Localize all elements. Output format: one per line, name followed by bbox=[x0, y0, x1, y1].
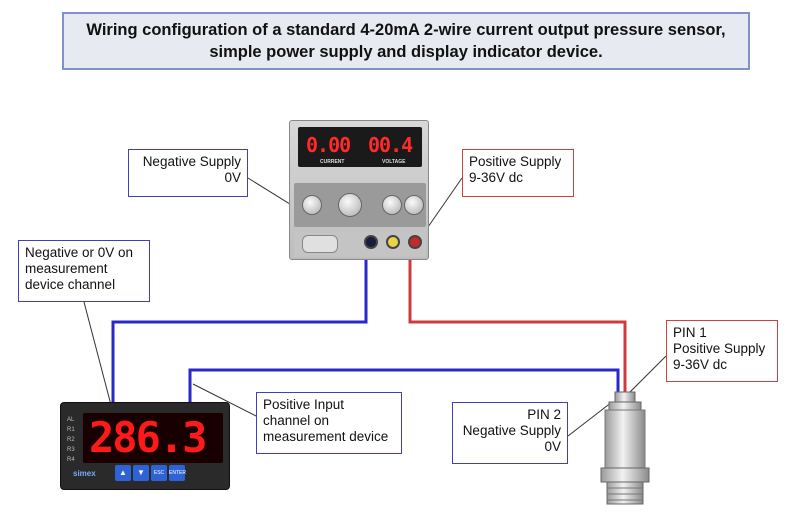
psu-control-panel bbox=[294, 183, 426, 227]
ground-terminal bbox=[386, 235, 400, 249]
callout-pin1: PIN 1 Positive Supply 9-36V dc bbox=[666, 320, 778, 382]
meter-brand: simex bbox=[73, 469, 96, 478]
voltage-fine-knob bbox=[404, 195, 424, 215]
down-arrow-icon: ▼ bbox=[133, 465, 149, 481]
psu-current-reading: 0.00 bbox=[306, 133, 351, 157]
leader-pin1 bbox=[629, 355, 667, 393]
callout-positive-input: Positive Input channel on measurement de… bbox=[256, 392, 402, 454]
pressure-sensor bbox=[600, 391, 650, 505]
voltage-coarse-knob bbox=[382, 195, 402, 215]
positive-wire-psu-sensor bbox=[408, 252, 627, 392]
callout-positive-supply: Positive Supply 9-36V dc bbox=[462, 149, 574, 197]
psu-current-label: CURRENT bbox=[320, 159, 345, 165]
diagram-title: Wiring configuration of a standard 4-20m… bbox=[62, 12, 750, 70]
negative-wire-psu-meter bbox=[111, 252, 368, 408]
display-indicator: AL R1 R2 R3 R4 286.3 simex ▲ ▼ ESC ENTER bbox=[60, 402, 230, 490]
leader-positive-input bbox=[192, 383, 257, 417]
psu-power-button bbox=[302, 235, 338, 253]
leader-pin2 bbox=[567, 401, 613, 437]
signal-wire-meter-sensor bbox=[188, 368, 620, 408]
psu-front-lower bbox=[294, 231, 426, 257]
current-coarse-knob bbox=[302, 195, 322, 215]
meter-screen: 286.3 bbox=[83, 413, 223, 463]
current-fine-knob bbox=[338, 193, 362, 217]
enter-button: ENTER bbox=[169, 465, 186, 481]
meter-reading: 286.3 bbox=[89, 413, 207, 462]
esc-button: ESC bbox=[151, 465, 167, 481]
negative-terminal bbox=[364, 235, 378, 249]
callout-pin2: PIN 2 Negative Supply 0V bbox=[452, 402, 568, 464]
psu-voltage-reading: 00.4 bbox=[368, 133, 413, 157]
psu-display: 0.00 00.4 CURRENT VOLTAGE bbox=[298, 127, 422, 167]
up-arrow-icon: ▲ bbox=[115, 465, 131, 481]
leader-negative-measurement bbox=[83, 301, 112, 406]
power-supply: 0.00 00.4 CURRENT VOLTAGE bbox=[289, 120, 429, 260]
callout-negative-measurement: Negative or 0V on measurement device cha… bbox=[18, 240, 150, 302]
positive-terminal bbox=[408, 235, 422, 249]
psu-voltage-label: VOLTAGE bbox=[382, 159, 406, 165]
callout-negative-supply: Negative Supply 0V bbox=[128, 149, 248, 197]
meter-status-leds: AL R1 R2 R3 R4 bbox=[67, 417, 75, 463]
